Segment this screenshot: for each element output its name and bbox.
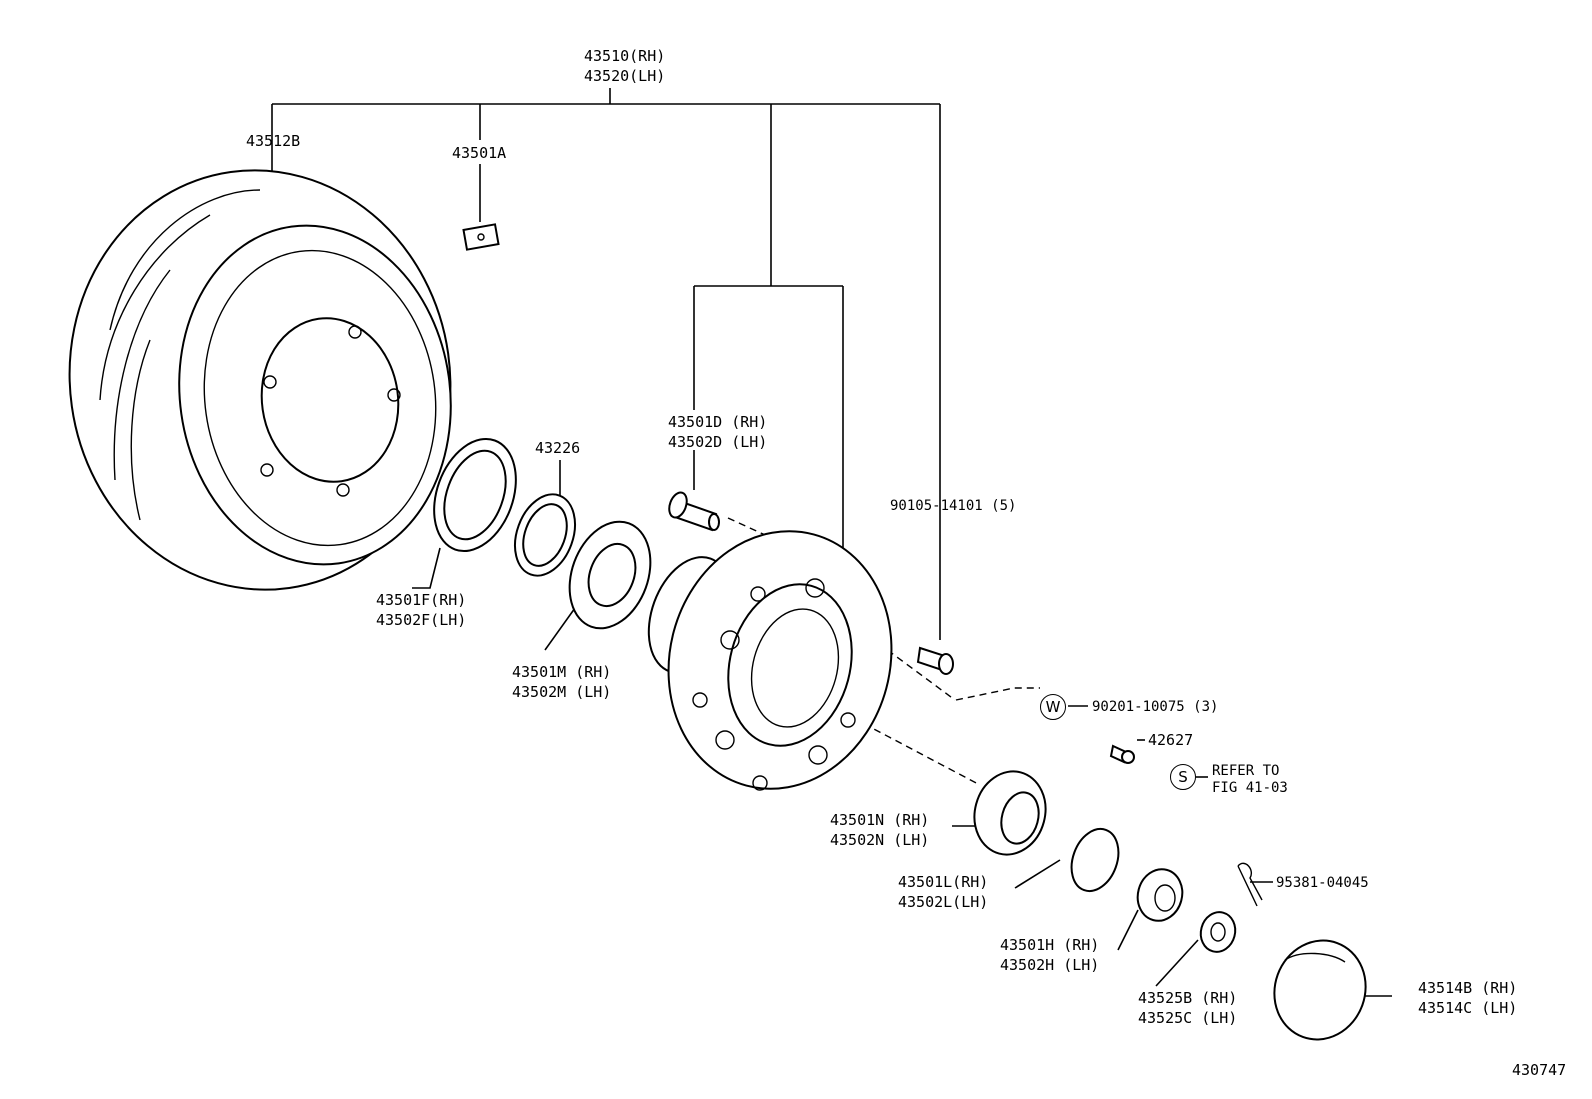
flange-bolt	[916, 646, 954, 675]
callout-hub-bolt: 43501D (RH)43502D (LH)	[668, 413, 768, 451]
lock-nut-cap	[1199, 911, 1237, 953]
callout-drum: 43512B	[246, 132, 301, 150]
inner-bearing	[568, 520, 652, 630]
cotter-pin	[1237, 862, 1263, 907]
washer-symbol-icon: W	[1040, 694, 1066, 720]
standard-symbol-icon: S	[1170, 764, 1196, 790]
callout-inner-bearing: 43501M (RH)43502M (LH)	[512, 663, 612, 701]
callout-drum-assembly: 43510(RH)43520(LH)	[584, 47, 666, 85]
hub-bolt	[668, 491, 720, 532]
thrust-washer	[1070, 828, 1120, 892]
callout-grease-cap: 43514B (RH)43514C (LH)	[1418, 979, 1518, 1017]
callout-lock-cap: 43525B (RH)43525C (LH)	[1138, 989, 1238, 1027]
grease-fitting	[1109, 744, 1135, 764]
hub-nut	[1136, 868, 1184, 922]
clip-part	[462, 223, 500, 251]
callout-thrust-washer: 43501L(RH)43502L(LH)	[898, 873, 989, 911]
callout-outer-bearing: 43501N (RH)43502N (LH)	[830, 811, 930, 849]
diagram-number: 430747	[1512, 1061, 1567, 1079]
oil-seal	[433, 437, 517, 553]
callout-grease-fitting: 42627	[1148, 731, 1194, 749]
callout-hub-nut: 43501H (RH)43502H (LH)	[1000, 936, 1100, 974]
callout-oil-seal: 43501F(RH)43502F(LH)	[376, 591, 467, 629]
race-part	[514, 493, 576, 577]
callout-flange-bolt: 90105-14101 (5)	[890, 498, 1017, 514]
callout-washer-bolt: 90201-10075 (3)	[1092, 699, 1219, 715]
brake-drum	[68, 169, 452, 591]
callout-race: 43226	[535, 439, 581, 457]
axle-hub	[647, 530, 893, 791]
outer-bearing	[973, 770, 1047, 856]
callout-clip: 43501A	[452, 144, 507, 162]
grease-cap	[1273, 939, 1367, 1041]
callout-cotter-pin: 95381-04045	[1276, 875, 1369, 891]
leader-lines	[271, 88, 1392, 997]
